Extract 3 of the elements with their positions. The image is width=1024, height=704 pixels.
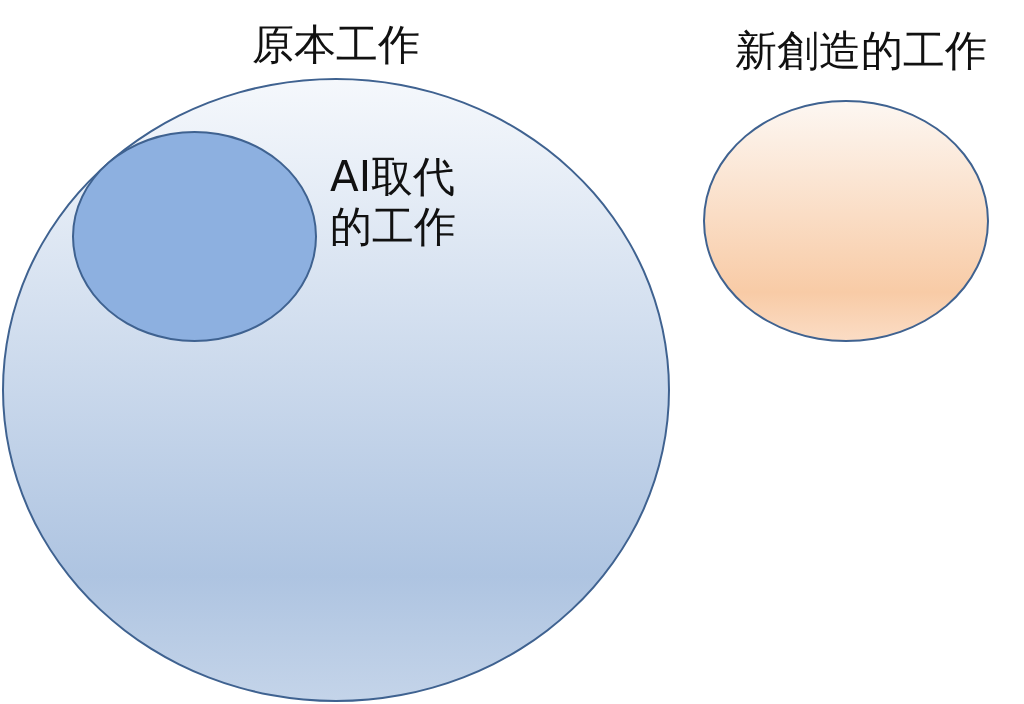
set-label: 新創造的工作 xyxy=(735,26,988,76)
set-label: 原本工作 xyxy=(251,20,421,70)
set-label: AI取代的工作 xyxy=(330,152,457,252)
